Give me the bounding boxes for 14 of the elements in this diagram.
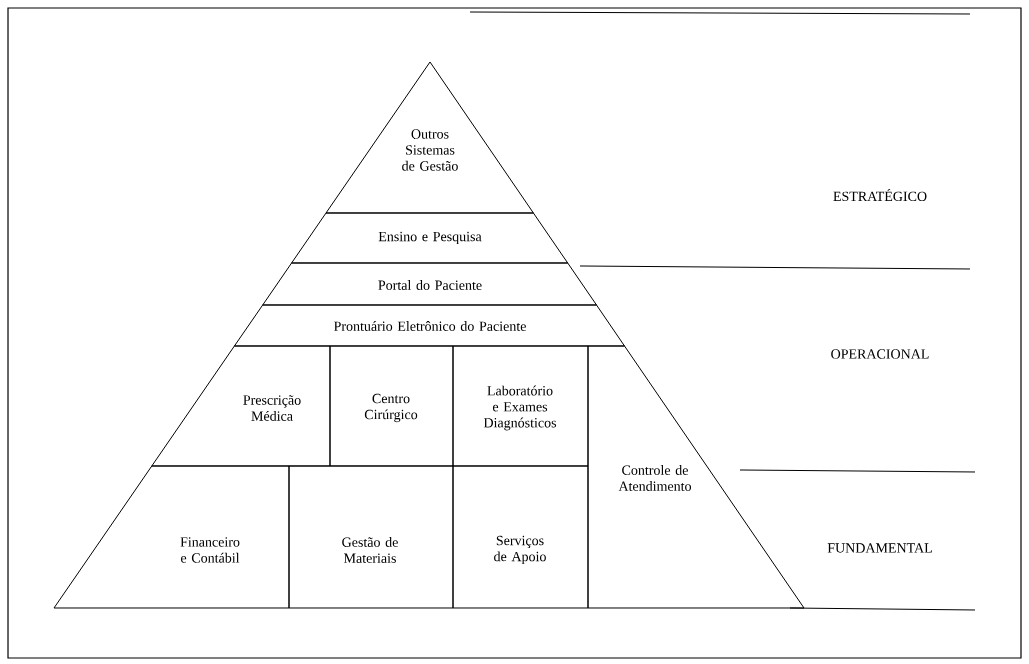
level-label: ESTRATÉGICO	[833, 188, 927, 202]
pyramid-section: Ensino e Pesquisa	[291, 212, 569, 264]
level-label: OPERACIONAL	[831, 349, 929, 359]
pyramid-section: Serviços de Apoio	[452, 465, 589, 609]
level-label: FUNDAMENTAL	[827, 543, 932, 553]
pyramid-section: Centro Cirúrgico	[329, 345, 454, 467]
pyramid-section: Controle de Atendimento	[587, 345, 805, 609]
pyramid-section: Prontuário Eletrônico do Paciente	[233, 304, 625, 347]
pyramid-section: Gestão de Materiais	[288, 465, 454, 609]
pyramid-section: Prescrição Médica	[151, 345, 331, 467]
pyramid-section: Outros Sistemas de Gestão	[325, 61, 534, 214]
pyramid-section: Financeiro e Contábil	[53, 465, 290, 609]
pyramid-section: Portal do Paciente	[262, 262, 597, 306]
pyramid-section: Laboratório e Exames Diagnósticos	[452, 345, 589, 467]
